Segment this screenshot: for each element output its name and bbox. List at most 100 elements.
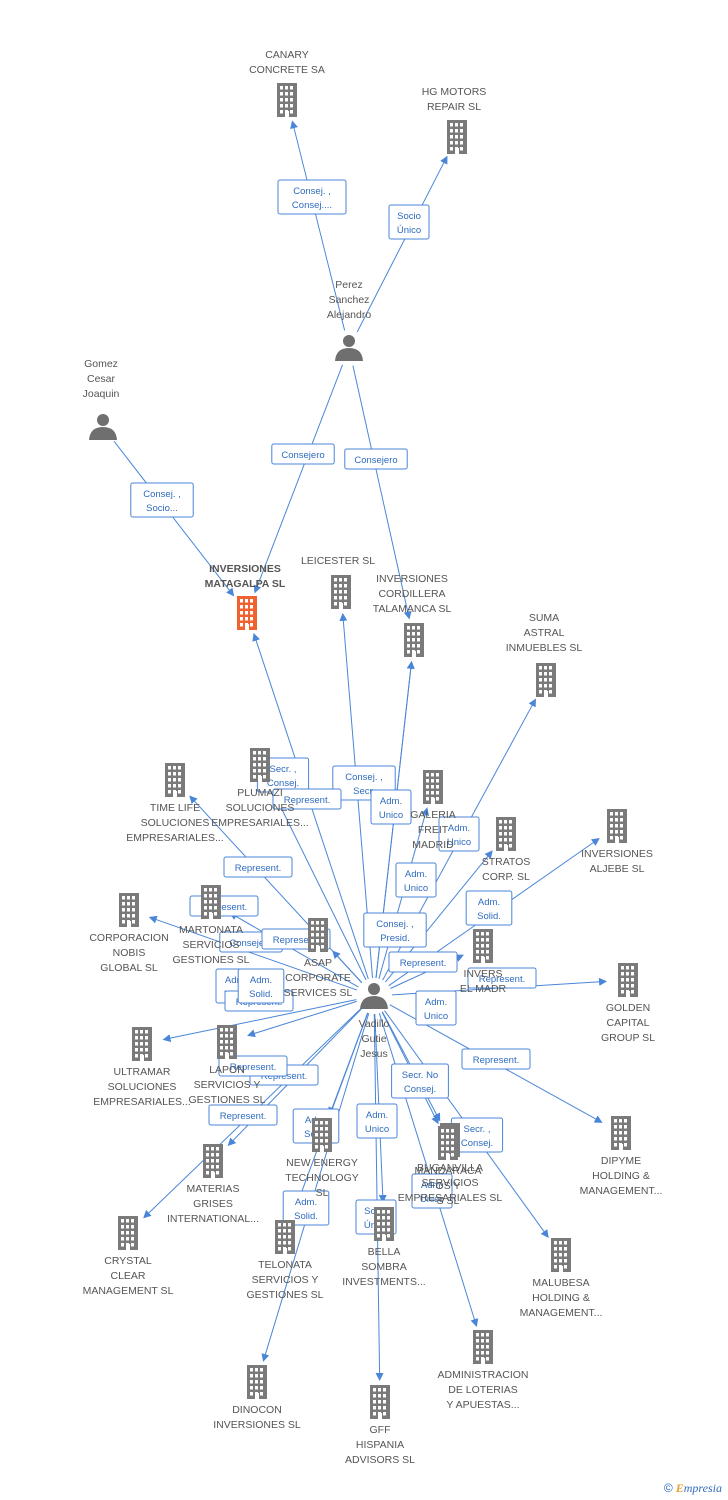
- node-label: CORPORACION: [89, 932, 168, 944]
- node-label: CLEAR: [110, 1270, 145, 1282]
- relation-label-text: Represent.: [235, 863, 281, 874]
- relation-label-box: [391, 1063, 449, 1099]
- relation-label[interactable]: Represent.: [272, 788, 342, 810]
- relation-label[interactable]: Adm.Solid.: [465, 890, 513, 926]
- relation-label-box: [277, 179, 347, 215]
- relation-label[interactable]: Adm.Unico: [370, 789, 412, 825]
- brand-footer[interactable]: ©Empresia: [664, 1481, 722, 1496]
- company-node[interactable]: LEICESTER SL: [301, 555, 375, 609]
- node-label: ADMINISTRACION: [437, 1369, 528, 1381]
- building-icon: [374, 1207, 394, 1241]
- node-label: Y APUESTAS...: [446, 1399, 519, 1411]
- relation-label[interactable]: Adm.Unico: [395, 862, 437, 898]
- relation-label[interactable]: Consej. ,Presid.: [363, 912, 427, 948]
- relation-label-box: [272, 788, 342, 810]
- node-label: SERVICIOS: [183, 939, 240, 951]
- node-label: ALJEBE SL: [590, 863, 645, 875]
- relation-label-text: Único: [397, 225, 421, 236]
- company-node[interactable]: BELLASOMBRAINVESTMENTS...: [342, 1207, 426, 1288]
- relation-label-text: Adm.: [448, 823, 470, 834]
- relation-label-text: Secr.: [353, 786, 375, 797]
- building-icon: [423, 770, 443, 804]
- node-label: STRATOS: [482, 856, 531, 868]
- company-node[interactable]: TIME LIFESOLUCIONESEMPRESARIALES...: [126, 763, 224, 844]
- building-icon: [237, 596, 257, 630]
- relation-label[interactable]: Consej. ,Consej....: [277, 179, 347, 215]
- relation-label[interactable]: Adm.Unico: [415, 990, 457, 1026]
- node-label: Sanchez: [329, 294, 370, 306]
- company-node[interactable]: ULTRAMARSOLUCIONESEMPRESARIALES...: [93, 1027, 191, 1108]
- relation-label-text: Represent.: [220, 1111, 266, 1122]
- relation-label-box: [415, 990, 457, 1026]
- relation-label[interactable]: Consej. ,Socio...: [130, 482, 194, 518]
- node-label: ADVISORS SL: [345, 1454, 415, 1466]
- relation-label[interactable]: Represent.: [223, 856, 293, 878]
- edge-line: [373, 1013, 384, 1382]
- relation-label-text: Consej.: [404, 1084, 436, 1095]
- node-label: SERVICIOS Y: [194, 1079, 261, 1091]
- relation-label[interactable]: Adm.Unico: [411, 1173, 453, 1209]
- node-label: LEICESTER SL: [301, 555, 375, 567]
- node-label: INVERS: [463, 968, 502, 980]
- relation-label[interactable]: Represent.: [189, 895, 259, 917]
- relation-label[interactable]: Adm.Unico: [438, 816, 480, 852]
- company-node[interactable]: INVERSIONES ALJEBE SL: [581, 809, 653, 875]
- node-label: EMPRESARIALES SL: [398, 1192, 503, 1204]
- relation-label-box: [218, 1055, 288, 1077]
- relation-label[interactable]: Represent.: [208, 1104, 278, 1126]
- relation-label-box: [344, 448, 408, 470]
- edge-line: [290, 120, 346, 331]
- company-node[interactable]: MATERIASGRISESINTERNATIONAL...: [167, 1144, 259, 1225]
- company-node[interactable]: PLUMAZISOLUCIONESEMPRESARIALES...: [211, 748, 309, 829]
- relation-label[interactable]: Consejero: [344, 448, 408, 470]
- node-label: CRYSTAL: [104, 1255, 152, 1267]
- relation-label[interactable]: Adm.Solid.: [282, 1190, 330, 1226]
- relation-label[interactable]: Consejero: [271, 443, 335, 465]
- relation-label[interactable]: Represent.: [467, 967, 537, 989]
- relation-label[interactable]: Adm.Unico: [356, 1103, 398, 1139]
- relation-label[interactable]: Represent.: [218, 1055, 288, 1077]
- node-label: EMPRESARIALES...: [93, 1096, 190, 1108]
- relation-label-text: Represent.: [201, 902, 247, 913]
- relation-label[interactable]: Represent.: [461, 1048, 531, 1070]
- relation-label[interactable]: Represent.: [388, 951, 458, 973]
- node-label: ASAP: [304, 957, 332, 969]
- building-icon: [473, 929, 493, 963]
- node-label: GESTIONES SL: [188, 1094, 265, 1106]
- relation-label-text: Unico: [365, 1124, 389, 1135]
- node-label: INVERSIONES: [581, 848, 653, 860]
- node-label: MANAGEMENT...: [580, 1185, 663, 1197]
- relation-label[interactable]: Adm.Solid.: [237, 968, 285, 1004]
- relation-label-text: Adm.: [380, 796, 402, 807]
- node-label: MATAGALPA SL: [205, 578, 286, 590]
